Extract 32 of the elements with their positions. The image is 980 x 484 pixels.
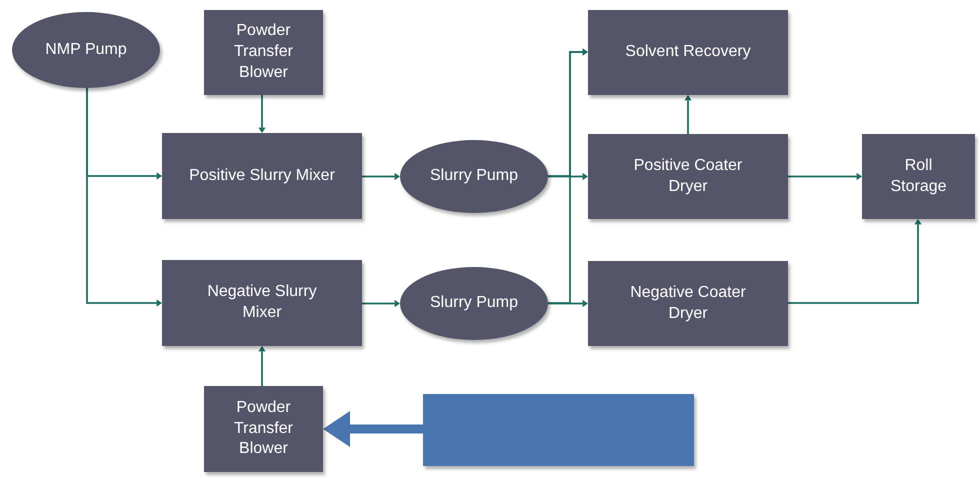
arrow [548, 48, 588, 304]
node-label: Powder Transfer Blower [233, 21, 294, 83]
arrow [548, 300, 588, 308]
process-box [588, 261, 788, 346]
arrow [548, 172, 588, 180]
node-label: Powder Transfer Blower [233, 398, 294, 460]
node-label: Solvent Recovery [625, 42, 751, 62]
arrow [788, 172, 862, 180]
node-label: Slurry Pump [430, 293, 518, 314]
process-box [162, 133, 362, 219]
node-label: Roll Storage [889, 156, 948, 196]
empty-box [423, 394, 694, 466]
node-label: NMP Pump [45, 40, 127, 60]
process-box [862, 134, 975, 219]
arrow [788, 219, 922, 304]
node-label: Positive Coater Dryer [632, 156, 744, 196]
arrow [323, 411, 423, 447]
node-label: Slurry Pump [430, 166, 518, 186]
process-box [162, 260, 362, 346]
node-label: Negative Coater Dryer [629, 282, 747, 324]
process-box [204, 386, 323, 472]
arrow [258, 95, 266, 133]
arrow [258, 346, 266, 386]
process-box [588, 10, 788, 95]
node-label: Negative Slurry Mixer [206, 282, 318, 323]
process-box [588, 134, 788, 219]
arrow [684, 95, 692, 134]
arrow [362, 300, 400, 308]
arrow [362, 172, 400, 180]
process-box [204, 10, 323, 95]
arrow [86, 88, 162, 307]
node-label: Positive Slurry Mixer [189, 166, 335, 186]
